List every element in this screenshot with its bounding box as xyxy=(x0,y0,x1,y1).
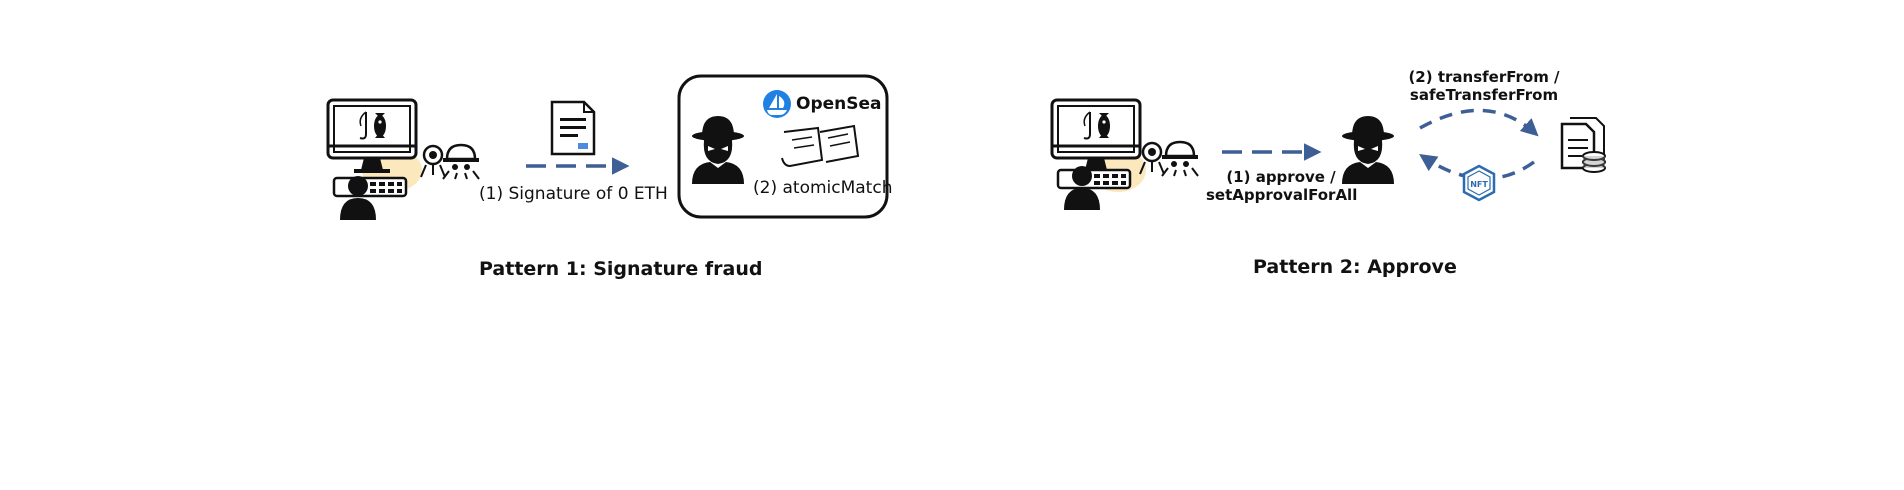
step1-label: (1) Signature of 0 ETH xyxy=(479,184,668,204)
approve-label-line2: setApprovalForAll xyxy=(1206,186,1358,204)
nft-label: NFT xyxy=(1470,180,1488,189)
approve-label: (1) approve / setApprovalForAll xyxy=(1206,168,1358,204)
pattern2-caption: Pattern 2: Approve xyxy=(1253,256,1457,278)
transfer-label: (2) transferFrom / safeTransferFrom xyxy=(1404,68,1564,104)
document-icon xyxy=(550,100,596,156)
scrolls-icon xyxy=(781,124,860,168)
transfer-label-line2: safeTransferFrom xyxy=(1409,86,1559,104)
documents-coins-icon xyxy=(1560,117,1606,173)
keyboard-icon xyxy=(332,176,408,198)
pattern1-caption: Pattern 1: Signature fraud xyxy=(479,258,763,280)
opensea-logo-icon xyxy=(763,90,791,118)
spy-icons-2 xyxy=(1138,140,1200,178)
nft-icon: NFT xyxy=(1462,164,1496,202)
transfer-label-line1: (2) transferFrom / xyxy=(1408,68,1560,86)
step2-label: (2) atomicMatch xyxy=(753,178,893,198)
keyboard-icon-2 xyxy=(1056,168,1132,190)
approve-label-line1: (1) approve / xyxy=(1226,168,1336,186)
opensea-brand: OpenSea xyxy=(796,94,882,114)
spy-icons xyxy=(419,143,481,181)
arrow-transfer xyxy=(1419,108,1539,137)
